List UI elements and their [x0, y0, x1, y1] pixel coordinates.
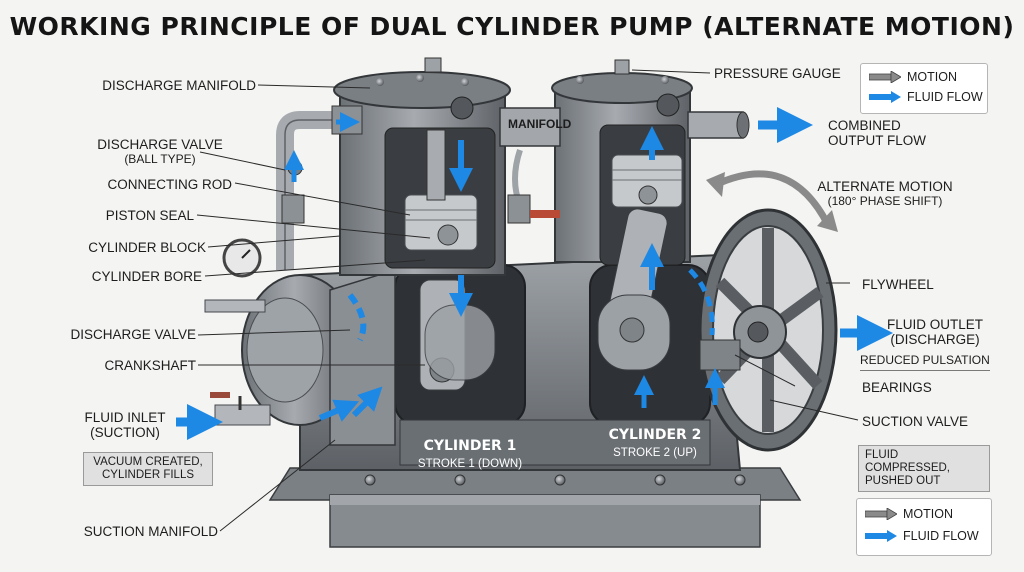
legend-bottom: MOTION FLUID FLOW	[856, 498, 992, 556]
note-vacuum-line1: VACUUM CREATED,	[93, 456, 203, 468]
alternate-motion-arrow	[706, 170, 838, 232]
legend-bottom-fluid-label: FLUID FLOW	[903, 529, 979, 543]
label-suction-paren: (SUCTION)	[90, 425, 160, 440]
fluid-flow-arrows	[176, 107, 893, 440]
label-suction-valve: SUCTION VALVE	[862, 414, 969, 429]
leader-lines	[196, 69, 859, 532]
label-fluid-outlet-title: FLUID OUTLET	[886, 317, 983, 332]
label-discharge-manifold: DISCHARGE MANIFOLD	[102, 78, 256, 93]
cylinder-1-title: CYLINDER 1	[423, 438, 517, 454]
label-cylinder-bore: CYLINDER BORE	[91, 269, 202, 284]
cylinder-1-stroke: STROKE 1 (DOWN)	[417, 458, 523, 470]
label-combined-line2: OUTPUT FLOW	[828, 133, 927, 148]
suction-housing	[204, 268, 396, 446]
label-ball-type: (BALL TYPE)	[124, 152, 196, 166]
legend-bottom-fluid: FLUID FLOW	[857, 525, 991, 547]
legend-top-motion: MOTION	[861, 67, 987, 87]
legend-top: MOTION FLUID FLOW	[860, 63, 988, 114]
label-alternate-motion-title: ALTERNATE MOTION	[817, 179, 953, 194]
base-frame	[268, 467, 802, 548]
manifold-bridge	[499, 107, 561, 224]
label-discharge-paren: (DISCHARGE)	[890, 332, 980, 347]
label-discharge-valve-ball: DISCHARGE VALVE (BALL TYPE)	[95, 137, 225, 167]
note-compressed-line2: PUSHED OUT	[865, 475, 941, 487]
label-fluid-inlet: FLUID INLET (SUCTION)	[80, 410, 170, 440]
label-fluid-outlet: FLUID OUTLET (DISCHARGE)	[880, 317, 990, 347]
label-cylinder-block: CYLINDER BLOCK	[88, 240, 206, 255]
legend-top-fluid: FLUID FLOW	[861, 87, 987, 107]
fluid-flow-arrow-icon	[869, 91, 901, 103]
label-connecting-rod: CONNECTING ROD	[107, 177, 233, 192]
label-manifold: MANIFOLD	[508, 117, 572, 131]
legend-top-motion-label: MOTION	[907, 70, 957, 84]
flywheel	[698, 208, 838, 452]
cylinder-2-title: CYLINDER 2	[608, 427, 702, 443]
label-phase-shift: (180° PHASE SHIFT)	[827, 194, 943, 208]
note-vacuum-line2: CYLINDER FILLS	[101, 469, 195, 481]
note-compressed-line1: FLUID COMPRESSED,	[865, 449, 950, 474]
motion-arrow-icon	[869, 71, 901, 83]
label-combined-line1: COMBINED	[828, 118, 901, 133]
note-fluid-compressed: FLUID COMPRESSED, PUSHED OUT	[858, 445, 990, 492]
legend-bottom-motion: MOTION	[857, 503, 991, 525]
label-combined-output: COMBINED OUTPUT FLOW	[828, 118, 926, 148]
note-vacuum-created: VACUUM CREATED, CYLINDER FILLS	[83, 452, 213, 486]
cylinder-2-body	[551, 59, 693, 371]
label-reduced-pulsation: REDUCED PULSATION	[860, 353, 990, 371]
cylinder-1-body	[333, 57, 511, 391]
label-discharge-valve-ball-title: DISCHARGE VALVE	[97, 137, 223, 152]
legend-top-fluid-label: FLUID FLOW	[907, 90, 983, 104]
label-flywheel: FLYWHEEL	[862, 277, 934, 292]
motion-arrow-icon	[865, 508, 897, 520]
label-crankshaft: CRANKSHAFT	[104, 358, 196, 373]
label-piston-seal: PISTON SEAL	[105, 208, 194, 223]
outlet-pipe	[687, 111, 750, 139]
legend-bottom-motion-label: MOTION	[903, 507, 953, 521]
label-discharge-valve: DISCHARGE VALVE	[70, 327, 196, 342]
cylinder-2-stroke: STROKE 2 (UP)	[613, 447, 697, 459]
fluid-flow-arrow-icon	[865, 530, 897, 542]
diagram-title: WORKING PRINCIPLE OF DUAL CYLINDER PUMP …	[9, 12, 1015, 41]
label-fluid-inlet-title: FLUID INLET	[84, 410, 166, 425]
label-bearings: BEARINGS	[862, 380, 932, 395]
label-pressure-gauge: PRESSURE GAUGE	[714, 66, 841, 81]
label-suction-manifold: SUCTION MANIFOLD	[83, 524, 218, 539]
label-alternate-motion: ALTERNATE MOTION (180° PHASE SHIFT)	[810, 179, 960, 209]
